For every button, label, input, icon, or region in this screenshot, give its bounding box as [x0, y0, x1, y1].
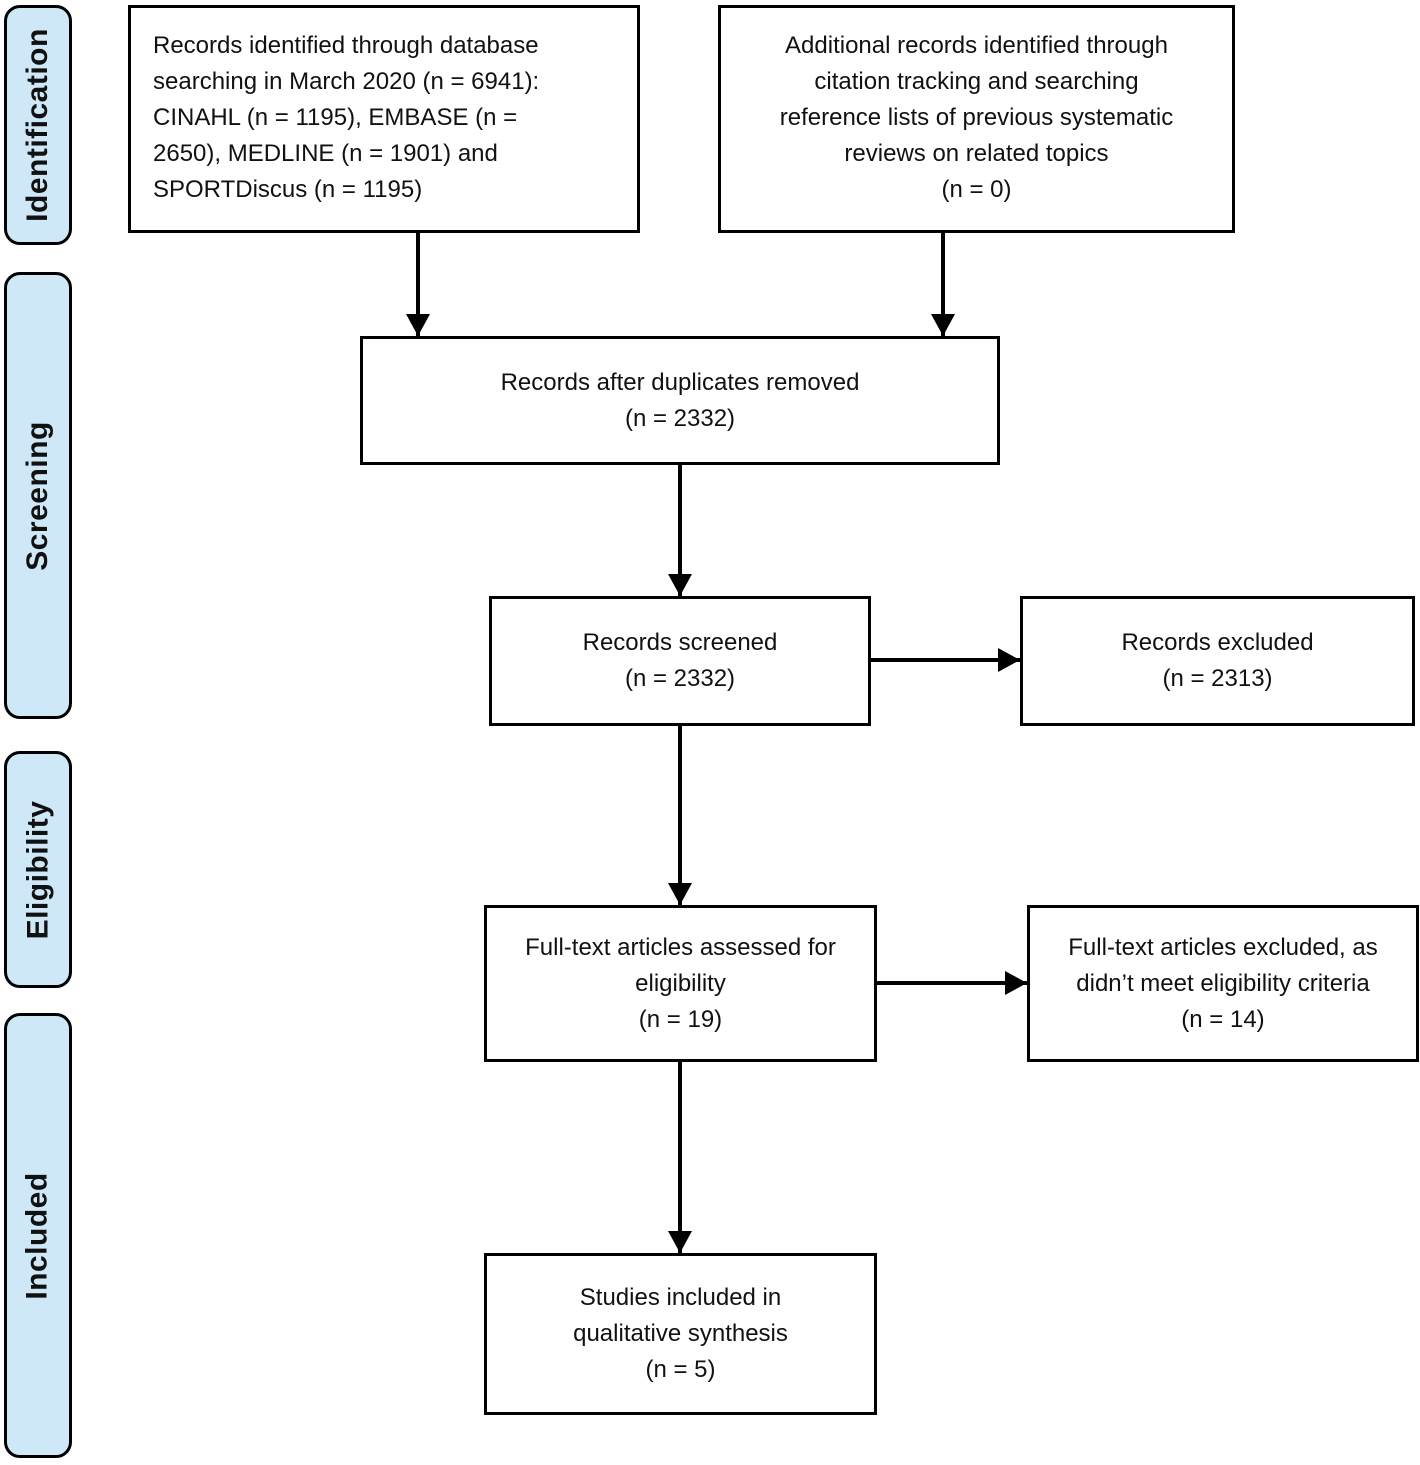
box-records-screened: Records screened (n = 2332)	[489, 596, 871, 726]
box-records-identified-database: Records identified through database sear…	[128, 5, 640, 233]
arrow-screened-to-excluded	[871, 658, 1020, 662]
box-studies-included: Studies included in qualitative synthesi…	[484, 1253, 877, 1415]
box-records-screened-text: Records screened (n = 2332)	[582, 629, 778, 692]
stage-identification: Identification	[4, 5, 72, 245]
stage-screening-label: Screening	[21, 420, 54, 571]
box-duplicates-removed-text: Records after duplicates removed (n = 23…	[500, 368, 860, 432]
arrow-fulltext-to-included	[678, 1062, 682, 1253]
box-records-excluded: Records excluded (n = 2313)	[1020, 596, 1415, 726]
box-studies-included-text: Studies included in qualitative synthesi…	[573, 1284, 788, 1383]
stage-eligibility-label: Eligibility	[21, 800, 55, 939]
box-duplicates-removed: Records after duplicates removed (n = 23…	[360, 336, 1000, 465]
arrow-duplicates-to-screened	[678, 465, 682, 596]
arrow-database-to-duplicates	[416, 233, 420, 336]
stage-included-label: Included	[21, 1171, 54, 1300]
arrow-fulltext-to-excluded	[877, 981, 1027, 985]
arrow-additional-to-duplicates	[941, 233, 945, 336]
box-fulltext-assessed-text: Full-text articles assessed for eligibil…	[525, 933, 836, 1033]
box-records-identified-database-text: Records identified through database sear…	[153, 32, 540, 203]
box-fulltext-assessed: Full-text articles assessed for eligibil…	[484, 905, 877, 1062]
stage-identification-label: Identification	[21, 28, 55, 222]
box-records-excluded-text: Records excluded (n = 2313)	[1121, 629, 1314, 692]
stage-included: Included	[4, 1013, 72, 1458]
arrow-screened-to-fulltext	[678, 726, 682, 905]
box-fulltext-excluded-text: Full-text articles excluded, as didn’t m…	[1068, 933, 1378, 1033]
box-fulltext-excluded: Full-text articles excluded, as didn’t m…	[1027, 905, 1419, 1062]
stage-eligibility: Eligibility	[4, 751, 72, 988]
box-additional-records: Additional records identified through ci…	[718, 5, 1235, 233]
box-additional-records-text: Additional records identified through ci…	[779, 32, 1174, 203]
stage-screening: Screening	[4, 272, 72, 719]
